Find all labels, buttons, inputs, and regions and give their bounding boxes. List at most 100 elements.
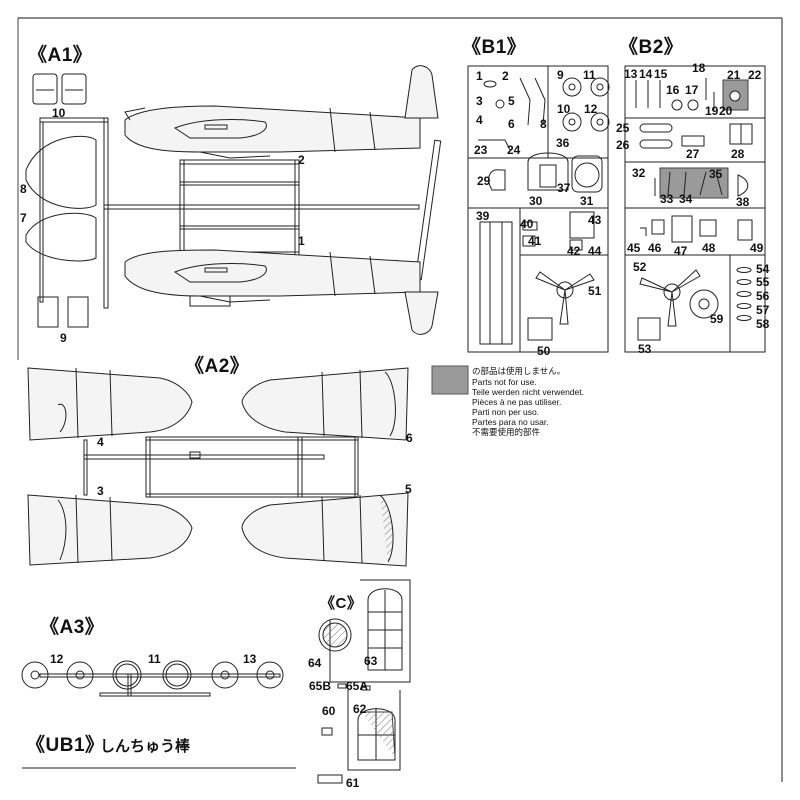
part-number: 44 bbox=[588, 244, 602, 258]
part-number: 49 bbox=[750, 241, 764, 255]
not-for-use-swatch bbox=[431, 365, 469, 395]
part-number: 11 bbox=[148, 652, 161, 666]
part-number: 64 bbox=[308, 656, 322, 670]
part-number: 5 bbox=[508, 94, 515, 108]
part-number: 28 bbox=[731, 147, 745, 161]
header-b2: 《B2》 bbox=[619, 37, 684, 58]
legend-de: Teile werden nicht verwendet. bbox=[472, 387, 584, 397]
part-number: 17 bbox=[685, 83, 699, 97]
part-number: 39 bbox=[476, 209, 490, 223]
sprue-a3 bbox=[21, 660, 284, 697]
part-number: 52 bbox=[633, 260, 647, 274]
part-number: 54 bbox=[756, 262, 770, 276]
sprue-b1 bbox=[467, 65, 610, 353]
part-number: 38 bbox=[736, 195, 750, 209]
legend-jp: の部品は使用しません。 bbox=[472, 366, 566, 376]
legend-en: Parts not for use. bbox=[472, 377, 537, 387]
part-number: 1 bbox=[298, 234, 305, 248]
part-number: 22 bbox=[748, 68, 762, 82]
header-b1: 《B1》 bbox=[462, 37, 527, 58]
part-number: 60 bbox=[322, 704, 336, 718]
part-number: 34 bbox=[679, 192, 693, 206]
part-number: 16 bbox=[666, 83, 680, 97]
part-number: 29 bbox=[477, 174, 491, 188]
part-number: 7 bbox=[20, 211, 27, 225]
part-number: 23 bbox=[474, 143, 488, 157]
part-number: 46 bbox=[648, 241, 662, 255]
part-number: 53 bbox=[638, 342, 652, 356]
part-number: 50 bbox=[537, 344, 551, 358]
header-a1: 《A1》 bbox=[28, 45, 93, 66]
part-number: 9 bbox=[557, 68, 564, 82]
part-number: 35 bbox=[709, 167, 723, 181]
part-number: 37 bbox=[557, 181, 571, 195]
sprue-a1 bbox=[25, 65, 442, 335]
part-number: 63 bbox=[364, 654, 378, 668]
part-number: 58 bbox=[756, 317, 770, 331]
part-number: 19 bbox=[705, 104, 719, 118]
part-number: 40 bbox=[520, 217, 534, 231]
part-number: 8 bbox=[540, 117, 547, 131]
part-number: 2 bbox=[298, 153, 305, 167]
part-number: 25 bbox=[616, 121, 630, 135]
header-a2: 《A2》 bbox=[185, 356, 250, 377]
part-number: 18 bbox=[692, 61, 706, 75]
part-number: 4 bbox=[476, 113, 483, 127]
part-number: 6 bbox=[406, 431, 413, 445]
part-number: 15 bbox=[654, 67, 668, 81]
part-number: 56 bbox=[756, 289, 770, 303]
part-number: 51 bbox=[588, 284, 602, 298]
part-number: 10 bbox=[557, 102, 571, 116]
part-number: 48 bbox=[702, 241, 716, 255]
part-number: 1 bbox=[476, 69, 483, 83]
part-number: 4 bbox=[97, 435, 104, 449]
part-number: 12 bbox=[584, 102, 598, 116]
ub1-name: しんちゅう棒 bbox=[100, 738, 191, 755]
sprue-b2 bbox=[624, 65, 766, 353]
part-number: 9 bbox=[60, 331, 67, 345]
part-number: 2 bbox=[502, 69, 509, 83]
legend-es: Partes para no usar. bbox=[472, 417, 549, 427]
part-number: 3 bbox=[476, 94, 483, 108]
part-number: 24 bbox=[507, 143, 521, 157]
header-ub1: 《UB1》 bbox=[26, 735, 105, 756]
part-number: 62 bbox=[353, 702, 367, 716]
part-number: 13 bbox=[243, 652, 257, 666]
part-number: 13 bbox=[624, 67, 638, 81]
part-number: 61 bbox=[346, 776, 360, 790]
part-number: 41 bbox=[528, 234, 542, 248]
sprue-a2 bbox=[27, 367, 409, 567]
part-number: 65B bbox=[309, 679, 332, 693]
part-number: 47 bbox=[674, 244, 688, 258]
part-number: 27 bbox=[686, 147, 700, 161]
part-number: 26 bbox=[616, 138, 630, 152]
legend-zh: 不需要使用的部件 bbox=[472, 427, 541, 437]
part-number: 36 bbox=[556, 136, 570, 150]
part-number: 33 bbox=[660, 192, 674, 206]
part-number: 3 bbox=[97, 484, 104, 498]
part-number: 43 bbox=[588, 213, 602, 227]
part-number: 42 bbox=[567, 244, 581, 258]
part-number: 5 bbox=[405, 482, 412, 496]
part-number: 32 bbox=[632, 166, 646, 180]
part-number: 30 bbox=[529, 194, 543, 208]
part-number: 8 bbox=[20, 182, 27, 196]
part-number: 12 bbox=[50, 652, 64, 666]
part-number: 6 bbox=[508, 117, 515, 131]
legend-it: Parti non per uso. bbox=[472, 407, 540, 417]
part-number: 31 bbox=[580, 194, 594, 208]
part-number: 57 bbox=[756, 303, 770, 317]
part-number: 45 bbox=[627, 241, 641, 255]
header-c: 《C》 bbox=[320, 595, 363, 612]
part-number: 10 bbox=[52, 106, 66, 120]
legend-fr: Pièces à ne pas utiliser. bbox=[472, 397, 562, 407]
part-number: 55 bbox=[756, 275, 770, 289]
part-number: 14 bbox=[639, 67, 653, 81]
sprue-c bbox=[317, 579, 411, 784]
part-number: 21 bbox=[727, 68, 741, 82]
part-number: 59 bbox=[710, 312, 724, 326]
header-a3: 《A3》 bbox=[40, 617, 105, 638]
part-number: 20 bbox=[719, 104, 733, 118]
